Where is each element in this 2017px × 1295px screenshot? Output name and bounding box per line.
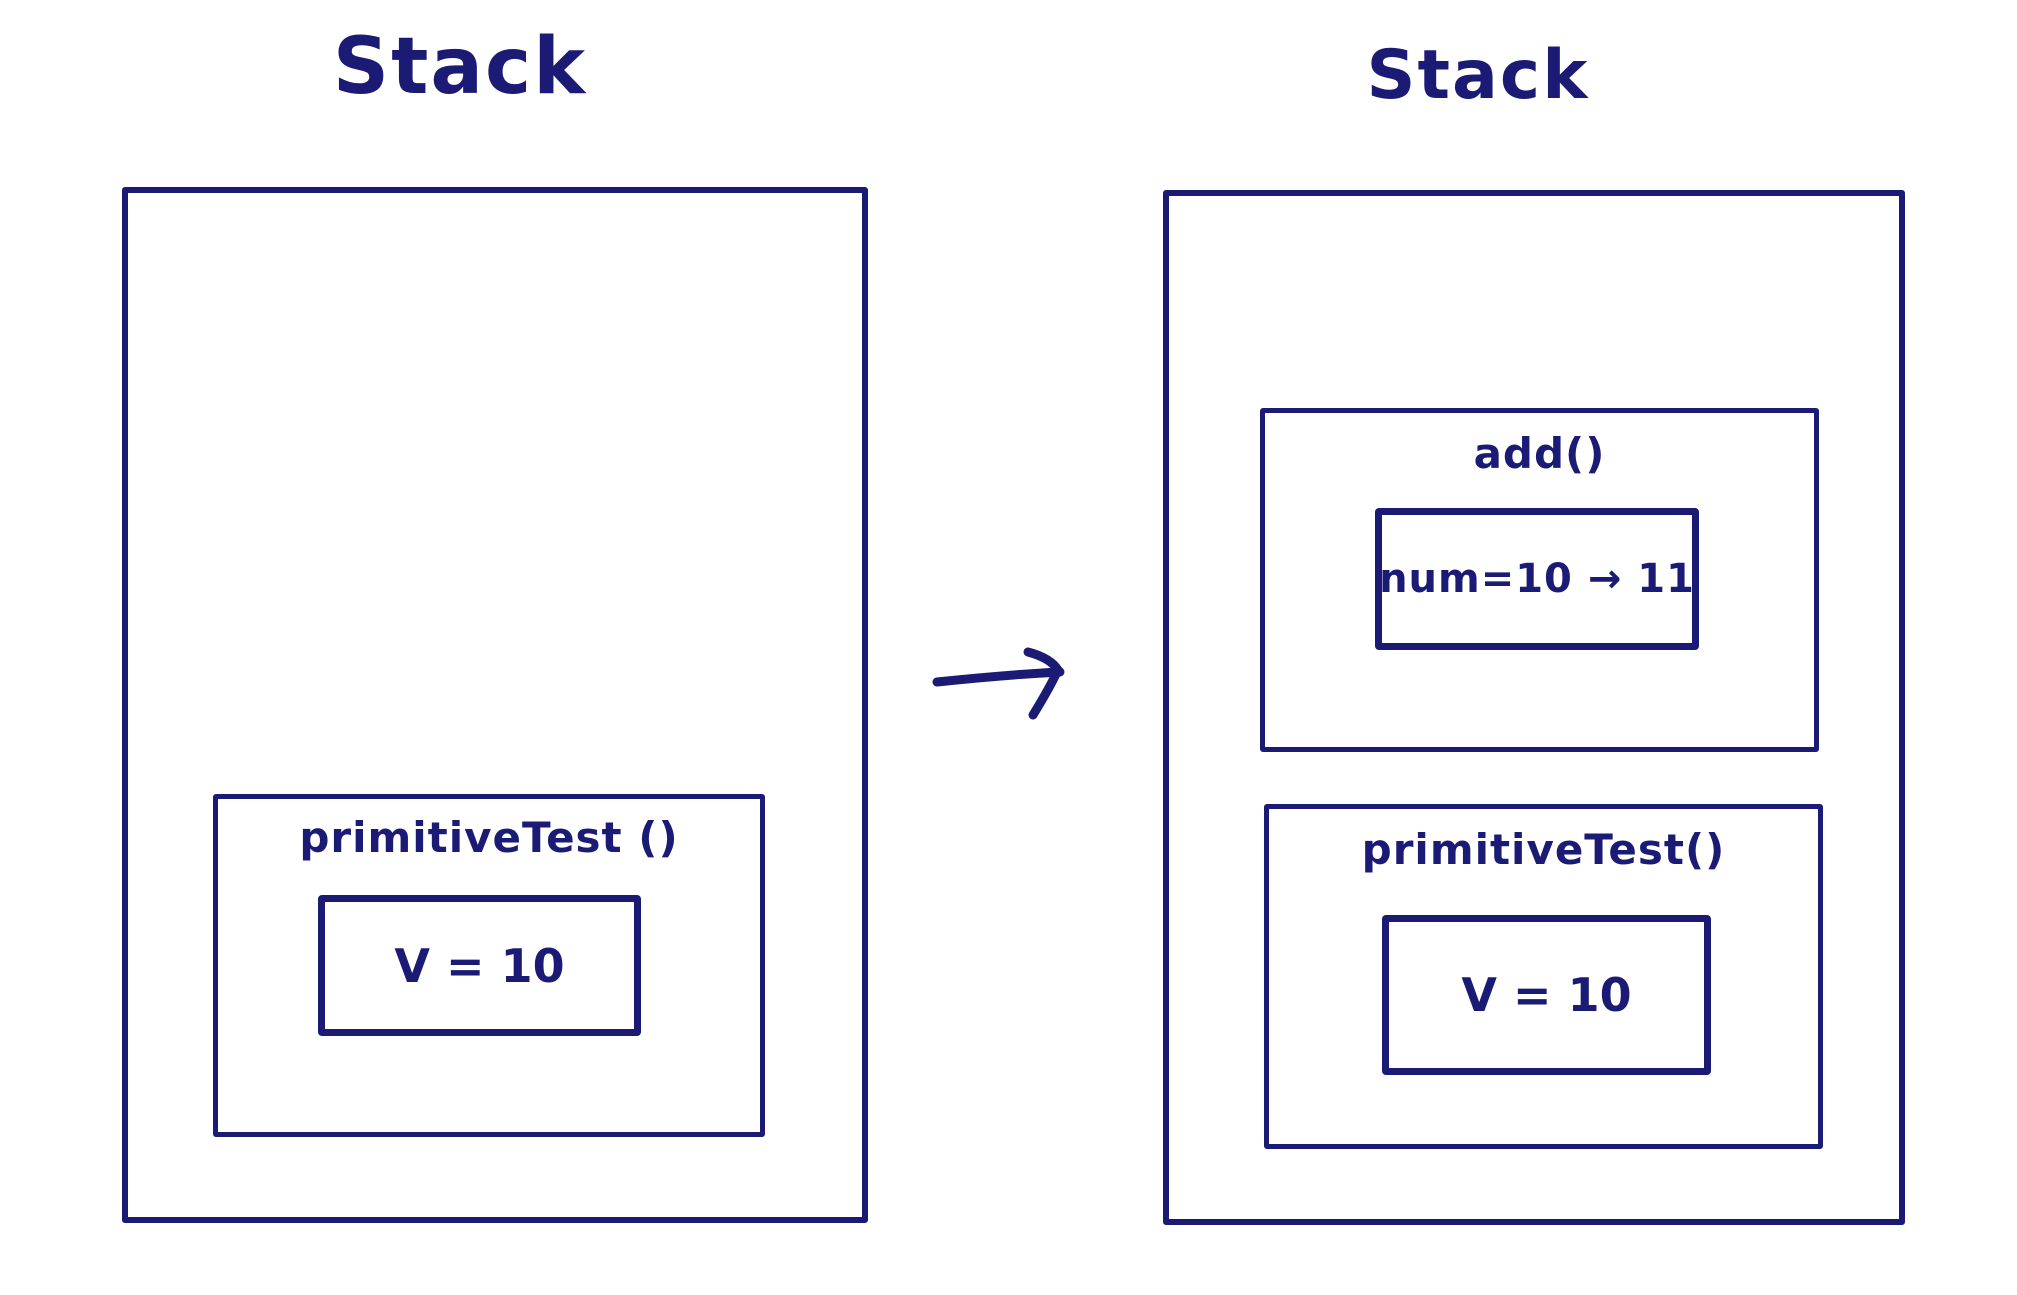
left-frame-primitivetest-label: primitiveTest (): [299, 813, 679, 862]
right-stack-box: add() num=10 → 11 primitiveTest() V = 10: [1163, 190, 1905, 1225]
right-stack-title: Stack: [1366, 36, 1590, 115]
right-arrow-icon: [932, 647, 1065, 720]
right-frame-primitivetest-label: primitiveTest(): [1361, 825, 1726, 874]
right-var-box-num: num=10 → 11: [1375, 508, 1699, 650]
right-var-v-value: V = 10: [1461, 968, 1632, 1022]
left-stack-box: primitiveTest () V = 10: [122, 187, 868, 1223]
left-frame-primitivetest: primitiveTest () V = 10: [213, 794, 765, 1137]
left-stack-title: Stack: [332, 22, 588, 112]
right-frame-add-label: add(): [1473, 429, 1606, 478]
right-var-num-value: num=10 → 11: [1379, 556, 1695, 602]
right-var-box-v: V = 10: [1382, 915, 1711, 1075]
right-frame-primitivetest: primitiveTest() V = 10: [1264, 804, 1823, 1149]
left-var-box-v: V = 10: [318, 895, 641, 1036]
left-var-v-value: V = 10: [394, 938, 565, 993]
right-frame-add: add() num=10 → 11: [1260, 408, 1819, 752]
